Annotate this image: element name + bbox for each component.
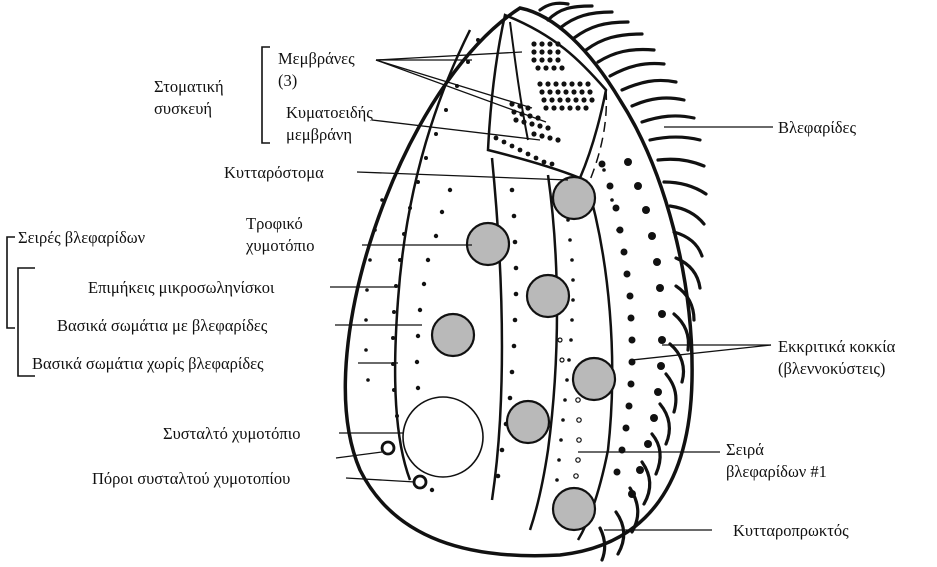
kineties-inner-bracket xyxy=(17,267,35,377)
oral-apparatus-bracket xyxy=(261,46,270,144)
food-vacuoles xyxy=(430,175,617,532)
label-kineties: Σειρές βλεφαρίδων xyxy=(18,228,146,247)
external-cilia xyxy=(538,1,708,562)
longitudinal-microtubules xyxy=(393,29,614,541)
kineties-bracket xyxy=(6,236,15,329)
label-cytostome: Κυτταρόστομα xyxy=(224,163,324,182)
label-cilia: Βλεφαρίδες xyxy=(778,118,856,137)
label-ciliary-row-1: Σειρά xyxy=(726,440,764,459)
label-microtubules: Επιμήκεις μικροσωληνίσκοι xyxy=(88,278,275,297)
label-secretory-granules: Εκκριτικά κοκκία xyxy=(778,337,896,356)
food-vacuole xyxy=(551,486,597,532)
secretory-granules xyxy=(598,158,666,498)
food-vacuole xyxy=(571,356,617,402)
label-contractile-pores: Πόροι συσταλτού χυμοτοπίου xyxy=(92,469,290,488)
label-cytoproct: Κυτταροπρωκτός xyxy=(733,521,849,540)
contractile-vacuole xyxy=(402,396,484,478)
membrane-dot-fields xyxy=(493,41,595,167)
cell-membrane xyxy=(343,6,694,558)
label-undulating-membrane-2: μεμβράνη xyxy=(286,125,352,144)
labels: Μεμβράνες (3) Στοματική συσκευή Κυματοει… xyxy=(18,49,896,540)
oral-apparatus-outline xyxy=(486,13,608,180)
label-membranes-count: (3) xyxy=(278,71,297,90)
label-undulating-membrane: Κυματοειδής xyxy=(286,103,373,122)
leader-lines xyxy=(330,51,773,531)
label-oral-apparatus-2: συσκευή xyxy=(154,99,212,118)
food-vacuole xyxy=(525,273,571,319)
label-membranes: Μεμβράνες xyxy=(278,49,355,68)
label-food-vacuole-2: χυμοτόπιο xyxy=(245,236,315,255)
label-secretory-granules-2: (βλεννοκύστεις) xyxy=(778,359,885,378)
label-food-vacuole: Τροφικό xyxy=(246,214,303,233)
ciliary-row-1 xyxy=(447,337,582,479)
food-vacuole xyxy=(551,175,597,221)
food-vacuole xyxy=(465,221,511,267)
label-basal-without-cilia: Βασικά σωμάτια χωρίς βλεφαρίδες xyxy=(32,354,264,373)
food-vacuole xyxy=(505,399,551,445)
label-ciliary-row-1-2: βλεφαρίδων #1 xyxy=(726,462,827,481)
label-oral-apparatus: Στοματική xyxy=(154,77,224,96)
brackets xyxy=(6,46,270,377)
label-basal-with-cilia: Βασικά σωμάτια με βλεφαρίδες xyxy=(57,316,268,335)
food-vacuole xyxy=(430,312,476,358)
contractile-vacuole-pores xyxy=(380,440,428,490)
label-contractile-vacuole: Συσταλτό χυμοτόπιο xyxy=(163,424,300,443)
